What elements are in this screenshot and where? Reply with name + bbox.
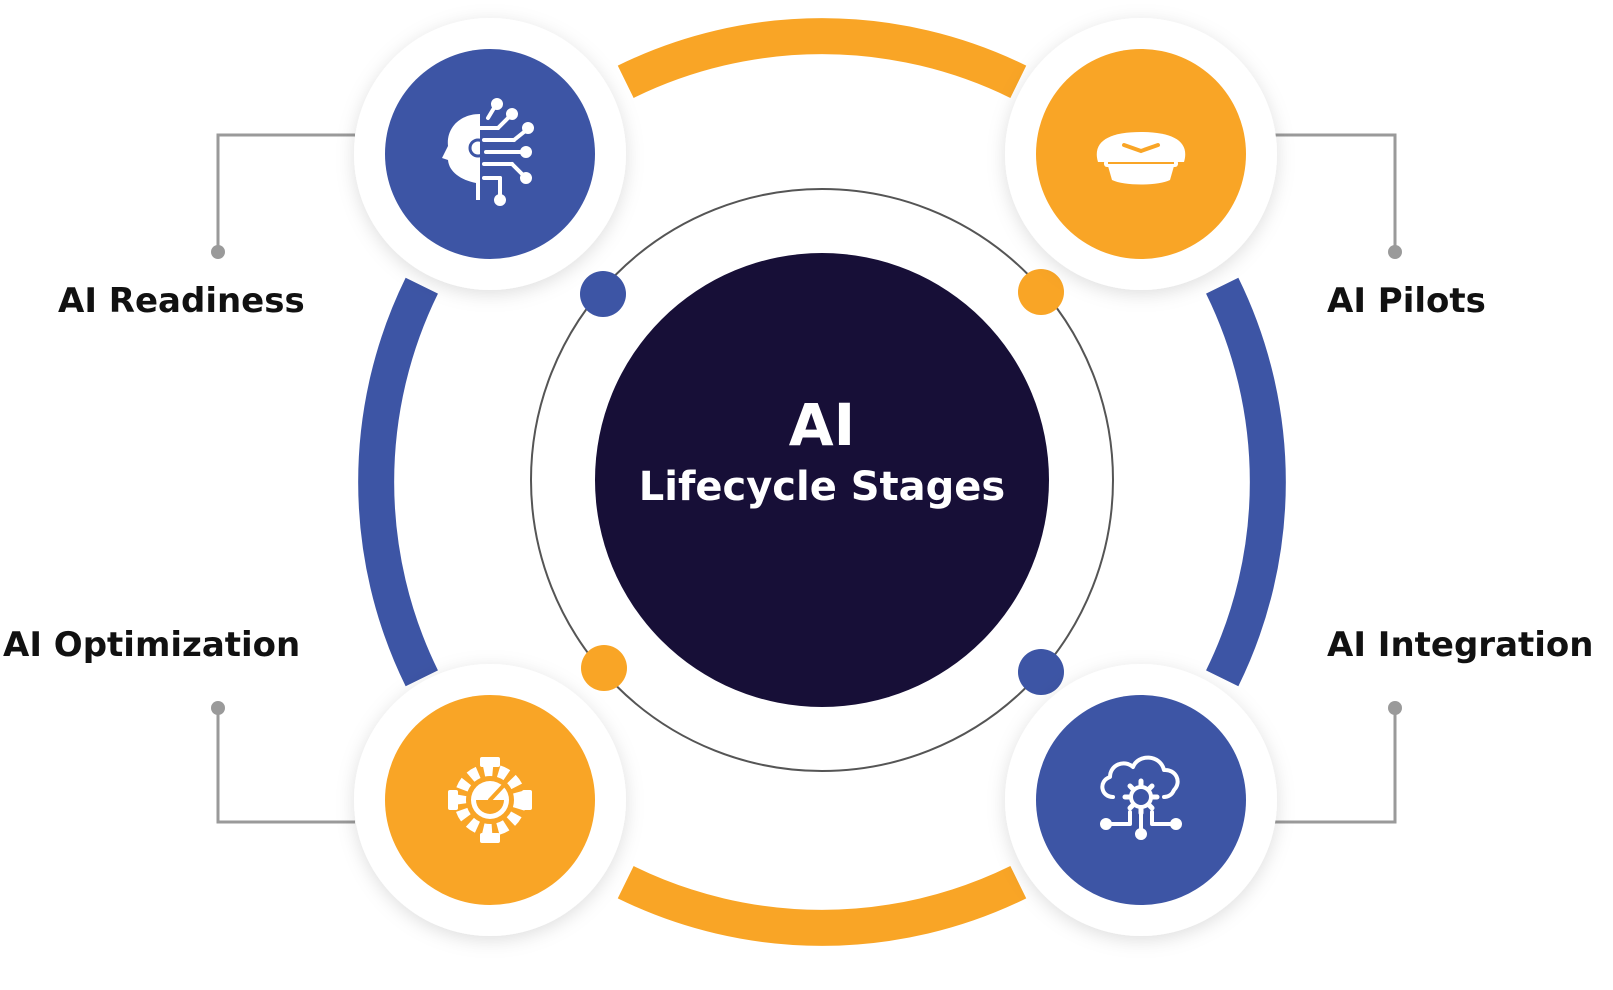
connector-readiness: [216, 133, 355, 250]
ring-dot-bottom-left: [581, 645, 627, 691]
pilot-cap-icon: [1096, 132, 1186, 185]
ring-dot-top-right: [1018, 269, 1064, 315]
ring-arc-top: [617, 18, 1027, 98]
center-title-line1: AI: [789, 391, 855, 459]
connector-dot-readiness: [211, 245, 225, 259]
ring-arc-left: [358, 277, 438, 687]
stage-node-optimization[interactable]: [354, 664, 626, 936]
outer-ring: [358, 18, 1286, 946]
connector-dot-optimization: [211, 701, 225, 715]
center-title-line2: Lifecycle Stages: [639, 464, 1005, 510]
connector-dot-pilots: [1388, 245, 1402, 259]
center-circle: [595, 253, 1049, 707]
connector-pilots: [1255, 133, 1397, 250]
stage-node-integration[interactable]: [1005, 664, 1277, 936]
stage-node-pilots[interactable]: [1005, 18, 1277, 290]
ring-dot-bottom-right: [1018, 649, 1064, 695]
ai-head-circuit-icon: [442, 98, 534, 206]
ring-arc-bottom: [617, 866, 1027, 946]
stage-label-readiness: AI Readiness: [58, 281, 305, 321]
ring-arc-right: [1206, 277, 1286, 687]
cloud-gear-network-icon: [1100, 755, 1182, 840]
stage-label-integration: AI Integration: [1327, 625, 1594, 665]
connector-optimization: [216, 712, 355, 824]
connector-dot-integration: [1388, 701, 1402, 715]
connector-integration: [1255, 712, 1397, 824]
gear-speedometer-icon: [448, 757, 532, 843]
stage-label-pilots: AI Pilots: [1327, 281, 1486, 321]
stage-node-readiness[interactable]: [354, 18, 626, 290]
stage-label-optimization: AI Optimization: [3, 625, 300, 665]
ring-dot-top-left: [580, 271, 626, 317]
inner-thin-ring: [530, 188, 1114, 772]
